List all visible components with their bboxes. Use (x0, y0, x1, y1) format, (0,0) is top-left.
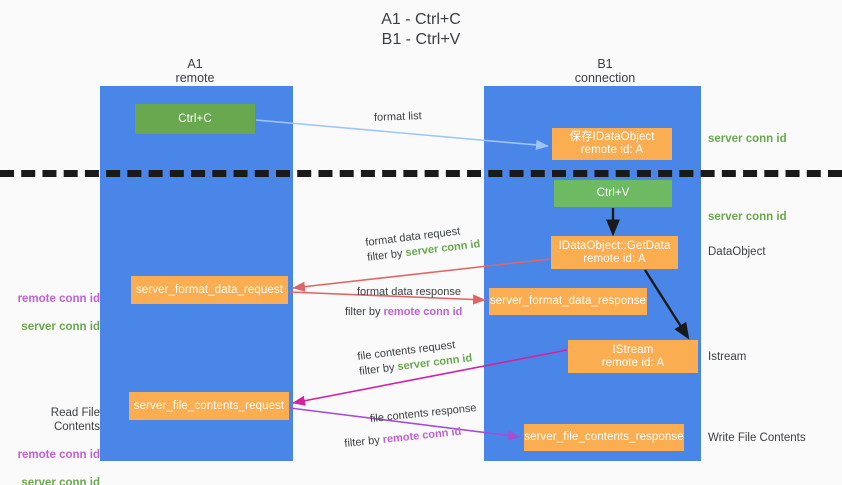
filter-prefix: filter by (343, 434, 384, 450)
filter-value-remote-conn-id: remote conn id (383, 306, 463, 318)
arrow-label-format-list: format list (373, 110, 422, 124)
node-istream[interactable]: IStream remote id: A (568, 340, 698, 373)
annotation-conn-ids-middle: remote conn id server conn id (8, 278, 100, 334)
annotation-server-conn-id-top: server conn id (708, 133, 787, 145)
arrow-label-format-data-request: format data request filter by server con… (365, 222, 482, 266)
annotation-remote-conn-id: remote conn id (17, 293, 100, 305)
node-server-format-data-response[interactable]: server_format_data_response (489, 288, 647, 315)
arrow-label-format-data-response: format data response filter by remote co… (345, 285, 463, 320)
annotation-server-conn-id-second: server conn id (708, 211, 787, 223)
node-save-idataobject[interactable]: 保存IDataObject remote id: A (552, 128, 672, 160)
annotation-dataobject: DataObject (708, 246, 766, 258)
filter-prefix: filter by (345, 306, 384, 318)
node-ctrl-c[interactable]: Ctrl+C (135, 104, 255, 134)
node-server-file-contents-request[interactable]: server_file_contents_request (129, 392, 289, 420)
filter-prefix: filter by (366, 247, 407, 264)
annotation-write-file-contents: Write File Contents (708, 432, 806, 444)
arrow-label-file-contents-request: file contents request filter by server c… (357, 336, 474, 380)
annotation-server-conn-id: server conn id (21, 321, 100, 333)
annotation-server-conn-id-lower: server conn id (21, 477, 100, 485)
column-header-b1: B1 connection (574, 57, 636, 85)
page-title: A1 - Ctrl+C B1 - Ctrl+V (381, 11, 461, 48)
node-ctrl-v[interactable]: Ctrl+V (554, 180, 672, 207)
annotation-istream: Istream (708, 351, 747, 363)
annotation-read-file-contents: Read File Contents (50, 407, 100, 433)
annotation-read-file-contents-group: Read File Contents remote conn id server… (4, 392, 100, 485)
annotation-remote-conn-id-lower: remote conn id (17, 449, 100, 461)
node-server-file-contents-response[interactable]: server_file_contents_response (524, 424, 684, 451)
filter-value-remote-conn-id: remote conn id (382, 425, 462, 446)
node-server-format-data-request[interactable]: server_format_data_request (131, 276, 288, 304)
arrow-label-format-data-response-text: format data response (357, 286, 461, 298)
column-header-a1: A1 remote (175, 57, 215, 85)
phase-divider (0, 170, 842, 177)
arrow-label-file-contents-response: file contents response filter by remote … (341, 401, 479, 452)
arrow-label-file-contents-response-text: file contents response (369, 402, 478, 426)
node-idataobject-getdata[interactable]: IDataObject::GetData remote id: A (551, 236, 678, 269)
filter-prefix: filter by (358, 361, 399, 378)
